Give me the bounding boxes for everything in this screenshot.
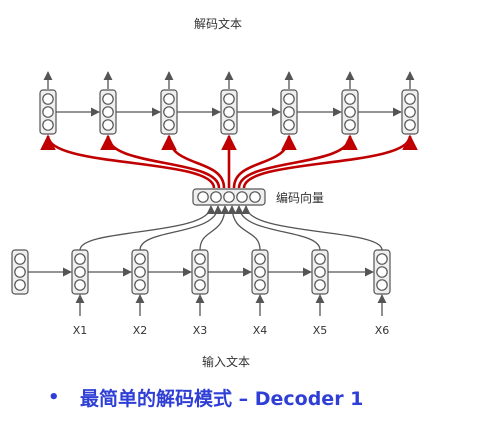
encoder-cell-5 bbox=[311, 249, 329, 295]
encoder-cell-4-unit-2 bbox=[254, 266, 266, 278]
decoder-cell-5-unit-3 bbox=[283, 119, 295, 131]
bottom-label: 输入文本 bbox=[202, 354, 250, 369]
decoder-cell-2-unit-3 bbox=[102, 119, 114, 131]
decoder-cell-3-unit-3 bbox=[163, 119, 175, 131]
bullet-row: • 最简单的解码模式 – Decoder 1 bbox=[48, 384, 363, 411]
decoder-cell-7-unit-3 bbox=[404, 119, 416, 131]
decoder-cell-4 bbox=[220, 89, 238, 135]
decoder-cell-5-unit-1 bbox=[283, 93, 295, 105]
vector-to-decoder-arrow-7 bbox=[242, 134, 418, 189]
encoder-vector-unit-3 bbox=[223, 191, 235, 203]
encoder-vector-unit-1 bbox=[197, 191, 209, 203]
encoder-cell-6-unit-1 bbox=[376, 253, 388, 265]
encoder-cell-2 bbox=[131, 249, 149, 295]
rnn-cells bbox=[11, 89, 419, 295]
encoder-cell-4-unit-3 bbox=[254, 279, 266, 291]
vector-to-decoder-arrow-1 bbox=[40, 134, 216, 189]
top-label: 解码文本 bbox=[194, 16, 242, 31]
input-label-x6: X6 bbox=[375, 324, 390, 337]
encoder-vector-unit-2 bbox=[210, 191, 222, 203]
encoder-to-vector-arrow-6 bbox=[241, 205, 383, 251]
decoder-cell-7-unit-2 bbox=[404, 106, 416, 118]
encoder-cell-2-unit-3 bbox=[134, 279, 146, 291]
encoder-cell-0-unit-3 bbox=[14, 279, 26, 291]
encoder-to-vector-arrow-1 bbox=[79, 205, 216, 251]
encoder-cell-5-unit-1 bbox=[314, 253, 326, 265]
decoder-cell-1-unit-3 bbox=[42, 119, 54, 131]
encoder-edges bbox=[28, 71, 415, 316]
encoder-cell-1-unit-1 bbox=[74, 253, 86, 265]
encoder-cell-4-unit-1 bbox=[254, 253, 266, 265]
decoder-cell-3-unit-1 bbox=[163, 93, 175, 105]
encoder-cell-5-unit-2 bbox=[314, 266, 326, 278]
input-label-x5: X5 bbox=[313, 324, 328, 337]
encoder-to-vector-arrow-4 bbox=[227, 205, 261, 251]
encoder-cell-3-unit-3 bbox=[194, 279, 206, 291]
decoder-cell-6-unit-2 bbox=[344, 106, 356, 118]
decoder-cell-1-unit-2 bbox=[42, 106, 54, 118]
encoder-cell-0-unit-1 bbox=[14, 253, 26, 265]
decoder-cell-1-unit-1 bbox=[42, 93, 54, 105]
vector-to-decoder-arrow-3 bbox=[161, 134, 226, 189]
encoder-cell-3-unit-2 bbox=[194, 266, 206, 278]
encoder-cell-6 bbox=[373, 249, 391, 295]
encoder-vector-unit-4 bbox=[236, 191, 248, 203]
encoder-cell-3-unit-1 bbox=[194, 253, 206, 265]
encoder-cell-0 bbox=[11, 249, 29, 295]
encoder-cell-6-unit-2 bbox=[376, 266, 388, 278]
decoder-cell-2 bbox=[99, 89, 117, 135]
vector-to-decoder-arrow-2 bbox=[100, 134, 221, 189]
decoder-cell-6 bbox=[341, 89, 359, 135]
encoder-cell-1-unit-2 bbox=[74, 266, 86, 278]
input-label-x2: X2 bbox=[133, 324, 148, 337]
bullet-dot: • bbox=[48, 387, 60, 408]
vector-to-decoder-arrow-6 bbox=[237, 134, 358, 189]
decoder-cell-4-unit-2 bbox=[223, 106, 235, 118]
decoder-cell-7-unit-1 bbox=[404, 93, 416, 105]
encoder-cell-6-unit-3 bbox=[376, 279, 388, 291]
decoder-cell-5 bbox=[280, 89, 298, 135]
decoder-cell-1 bbox=[39, 89, 57, 135]
decoder-cell-2-unit-2 bbox=[102, 106, 114, 118]
bullet-text: 最简单的解码模式 – Decoder 1 bbox=[80, 388, 364, 410]
decoder-cell-2-unit-1 bbox=[102, 93, 114, 105]
decoder-cell-3 bbox=[160, 89, 178, 135]
input-label-x1: X1 bbox=[73, 324, 88, 337]
decoder-cell-4-unit-3 bbox=[223, 119, 235, 131]
encoder-cell-4 bbox=[251, 249, 269, 295]
encoder-cell-1-unit-3 bbox=[74, 279, 86, 291]
encoder-cell-3 bbox=[191, 249, 209, 295]
input-label-x4: X4 bbox=[253, 324, 268, 337]
encoder-vector-unit-5 bbox=[249, 191, 261, 203]
encoder-to-vector-arrow-3 bbox=[199, 205, 230, 251]
decoder-cell-4-unit-1 bbox=[223, 93, 235, 105]
encoder-to-vector-arrow-5 bbox=[234, 205, 321, 251]
decoder-cell-5-unit-2 bbox=[283, 106, 295, 118]
decoder-cell-6-unit-3 bbox=[344, 119, 356, 131]
decoder-cell-7 bbox=[401, 89, 419, 135]
encoder-vector bbox=[192, 188, 266, 206]
encoder-cell-2-unit-1 bbox=[134, 253, 146, 265]
encoder-cell-2-unit-2 bbox=[134, 266, 146, 278]
encoder-vector-label: 编码向量 bbox=[276, 190, 324, 205]
encoder-cell-0-unit-2 bbox=[14, 266, 26, 278]
vector-to-decoder-arrow-5 bbox=[232, 134, 297, 189]
decoder-cell-3-unit-2 bbox=[163, 106, 175, 118]
encoder-to-vector-arrow-2 bbox=[139, 205, 223, 251]
decoder-context-edges bbox=[40, 134, 418, 189]
decoder-cell-6-unit-1 bbox=[344, 93, 356, 105]
input-label-x3: X3 bbox=[193, 324, 208, 337]
encoder-cell-1 bbox=[71, 249, 89, 295]
encoder-cell-5-unit-3 bbox=[314, 279, 326, 291]
